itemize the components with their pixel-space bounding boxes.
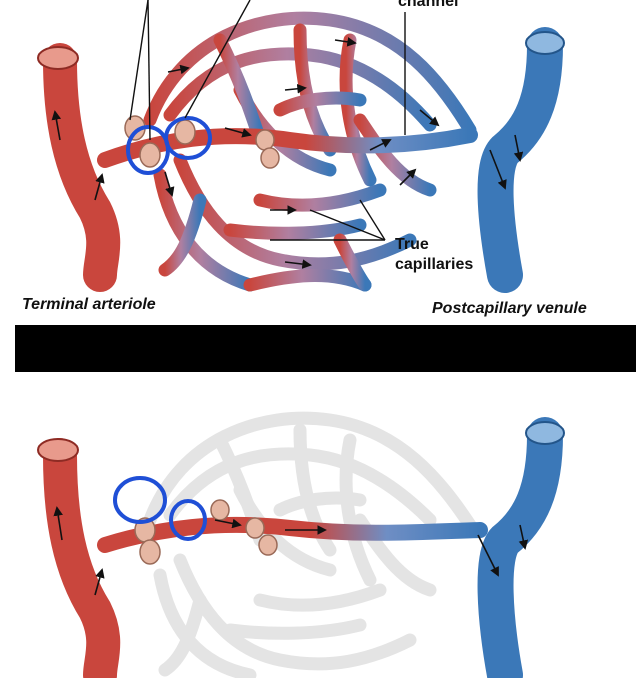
inactive-capillaries-network xyxy=(143,411,477,678)
bottom-panel xyxy=(37,411,565,678)
postcapillary-venule-label: Postcapillary venule xyxy=(432,300,587,317)
annotation-circles xyxy=(126,116,212,175)
metarteriole-thoroughfare-channel xyxy=(97,127,478,168)
true-capillaries-label-line1: True xyxy=(395,236,429,253)
annotation-circles-bottom xyxy=(113,476,207,541)
postcapillary-venule-vessel-bottom xyxy=(477,417,563,678)
leader-lines xyxy=(129,0,406,241)
true-capillaries-label-line2: capillaries xyxy=(395,256,473,273)
terminal-arteriole-vessel-bottom xyxy=(43,438,121,678)
venule-opening-bottom xyxy=(525,421,565,445)
terminal-arteriole-vessel xyxy=(43,43,121,292)
flow-arrows-bottom xyxy=(53,506,529,596)
precapillary-sphincters-contracted xyxy=(134,499,278,565)
arteriole-opening xyxy=(37,46,79,70)
arteriole-opening-bottom xyxy=(37,438,79,462)
thoroughfare-channel-label: channel xyxy=(398,0,458,10)
postcapillary-venule-vessel xyxy=(477,27,563,293)
metarteriole-thoroughfare-channel-bottom xyxy=(97,516,488,553)
top-panel: channel True capillaries Terminal arteri… xyxy=(22,0,587,317)
terminal-arteriole-label: Terminal arteriole xyxy=(22,296,156,313)
flow-arrows xyxy=(51,37,524,269)
venule-opening xyxy=(525,31,565,55)
precapillary-sphincters xyxy=(124,115,280,169)
redaction-bar xyxy=(15,325,636,372)
